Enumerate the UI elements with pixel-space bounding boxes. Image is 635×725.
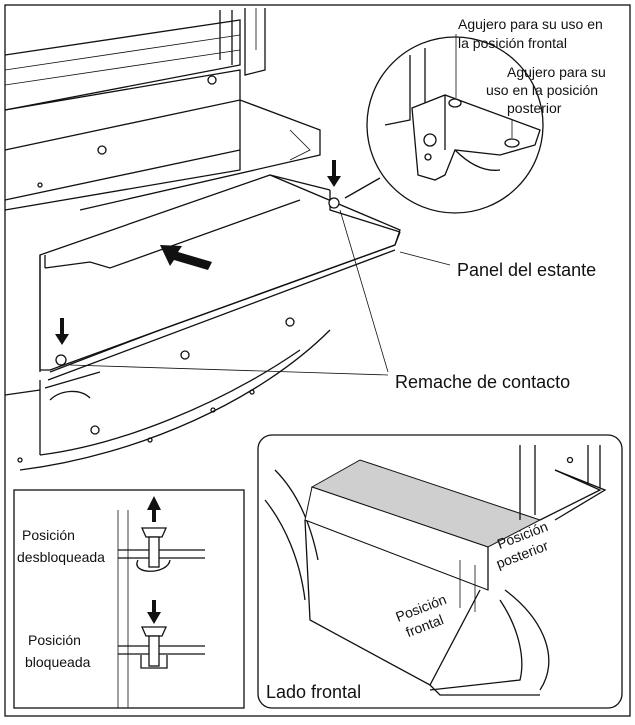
front-position-label: Posición frontal [393, 591, 448, 640]
front-side-label: Lado frontal [266, 682, 361, 702]
unlocked-label-line2: desbloqueada [17, 549, 105, 565]
down-arrow-icon [327, 160, 341, 187]
locked-label-line2: bloqueada [25, 654, 91, 670]
hole-front-label-line2: la posición frontal [458, 35, 567, 51]
hole-rear-label-line2: uso en la posición [486, 82, 598, 98]
locked-label-line1: Posición [28, 632, 81, 648]
shelf-panel-label: Panel del estante [457, 260, 596, 280]
main-illustration [4, 8, 401, 471]
leader-lines [69, 34, 513, 376]
down-arrow-icon [55, 318, 69, 345]
push-arrow-icon [160, 245, 212, 270]
hole-front-label-line1: Agujero para su uso en [458, 16, 603, 32]
unlocked-label-line1: Posición [22, 527, 75, 543]
up-arrow-icon [147, 496, 161, 522]
rivet-inset [13, 489, 245, 709]
frame-border [4, 4, 631, 717]
hole-rear-label-line3: posterior [507, 100, 562, 116]
contact-rivet-label: Remache de contacto [395, 372, 570, 392]
down-arrow-icon [147, 600, 161, 624]
front-side-inset [257, 434, 623, 709]
detail-circle [344, 36, 544, 214]
hole-rear-label-line1: Agujero para su [507, 64, 606, 80]
rivet-icon [55, 197, 340, 366]
